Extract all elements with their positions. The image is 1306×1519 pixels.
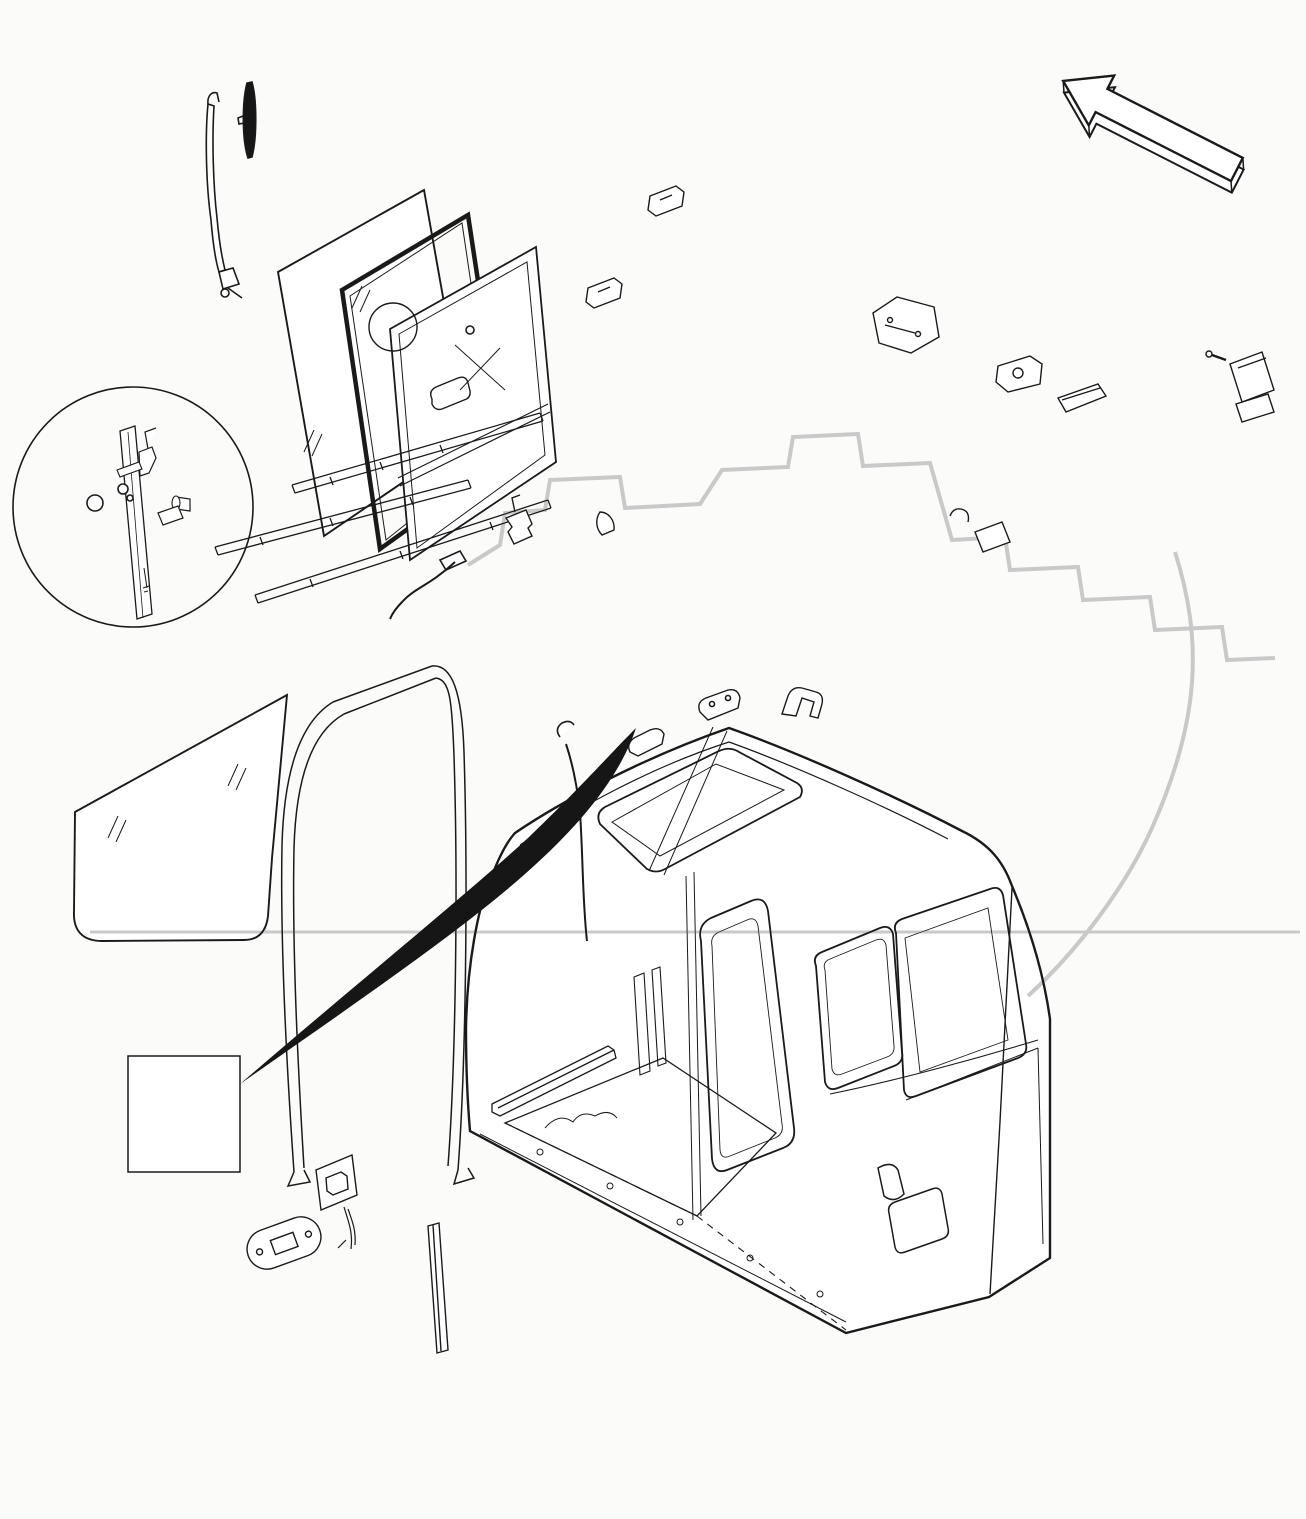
wiper-blade [242, 81, 257, 159]
frame-handle [429, 376, 471, 411]
floor-plate [503, 1057, 778, 1217]
part-3-knob [86, 494, 104, 512]
frame-bottom-bracket [438, 549, 468, 572]
pillar-trim-strips [633, 966, 667, 1076]
detail-a-screw-tail [142, 567, 150, 593]
sunroof-opening [597, 747, 803, 873]
line-art-layer [12, 81, 1052, 1354]
part-105-hole1 [708, 700, 716, 708]
part-56-wire [337, 1206, 356, 1250]
rail-104 [491, 1045, 617, 1117]
wiper-blade-clip [237, 114, 245, 125]
roof-strip [648, 726, 728, 876]
side-window-front-inner [823, 938, 895, 1076]
part-37-pin [1012, 367, 1024, 379]
hardware-layer [246, 185, 1275, 1270]
rear-quarter-window [887, 1187, 950, 1254]
rear-panel-line [905, 1047, 1044, 1245]
rail-120 [291, 412, 544, 494]
front-arrow-extrude [1062, 80, 1245, 193]
door-glass-hash [107, 763, 247, 843]
regulator-arms [454, 344, 506, 391]
door-glass [73, 693, 289, 942]
wiper-arm [205, 102, 226, 274]
part-2-12-plate [585, 277, 623, 309]
front-arrow-face [1061, 74, 1245, 183]
belt-line [829, 1039, 1039, 1095]
window-frame-inner [398, 261, 546, 549]
front-direction-arrow [1061, 74, 1245, 195]
cable-78 [565, 743, 588, 942]
part-92-cover [596, 511, 615, 536]
side-window-rear-inner [904, 907, 1009, 1073]
wiper-arm-hook [207, 91, 220, 105]
front-sill-line [479, 1133, 847, 1323]
part-78-clip [556, 720, 575, 738]
window-frame-outer [389, 245, 557, 562]
rail-2-6 [214, 479, 472, 556]
detail-a-channel-line [127, 431, 144, 619]
part-121b-plate [974, 521, 1011, 553]
detail-a-pivot2 [126, 494, 134, 502]
part-38-hole2 [914, 330, 922, 338]
door-opening [699, 898, 796, 1173]
sunroof-inner [611, 763, 786, 857]
cab-silhouette [464, 726, 1052, 1335]
door-opening-inner [711, 918, 783, 1158]
part-80-clip [949, 508, 970, 523]
serial-note-box [127, 1055, 241, 1173]
part-2-16-bracket [157, 505, 184, 526]
grab-handle [877, 1163, 905, 1201]
part-2-5-plate [647, 185, 685, 217]
part-121-bracket [1229, 351, 1275, 403]
detail-a-pivot [117, 483, 129, 495]
floor-bolt-holes [536, 1148, 824, 1298]
watermark-layer [90, 431, 1300, 1084]
part-105-hole2 [724, 694, 732, 702]
regulator-pivot [465, 325, 475, 335]
floor-cutout [544, 1112, 618, 1129]
part-38-bracket [872, 296, 940, 354]
part-38-hole1 [886, 316, 894, 324]
detail-a-marker-circle [368, 302, 418, 352]
seal-strip-103 [427, 1222, 449, 1354]
part-121-plate [1235, 393, 1275, 423]
wiper-pivot [218, 267, 243, 299]
cable-108 [389, 561, 456, 620]
part-43-latch [504, 494, 533, 545]
part-2-17-bracket [138, 427, 157, 477]
part-57-plate [246, 1216, 322, 1270]
rear-crease [989, 887, 1013, 1295]
detail-a-plate [116, 461, 143, 478]
part-105-bracket [698, 688, 741, 721]
part-56-switch [325, 1171, 349, 1196]
rail-2-22 [254, 499, 552, 604]
floor-dashed-edges [504, 1122, 847, 1331]
detail-a-circle [12, 386, 254, 628]
wiper-pivot-bolt [220, 288, 230, 298]
part-116-pin [1205, 350, 1213, 358]
part-35-wedge [1056, 383, 1108, 413]
door-seal-15 [280, 665, 476, 1187]
watermark-arc [1026, 551, 1195, 998]
part-116-pin-shank [1211, 353, 1227, 362]
part-106-hook [781, 686, 824, 719]
glass-hash-marks [303, 285, 371, 457]
watermark-gear [466, 431, 1276, 663]
